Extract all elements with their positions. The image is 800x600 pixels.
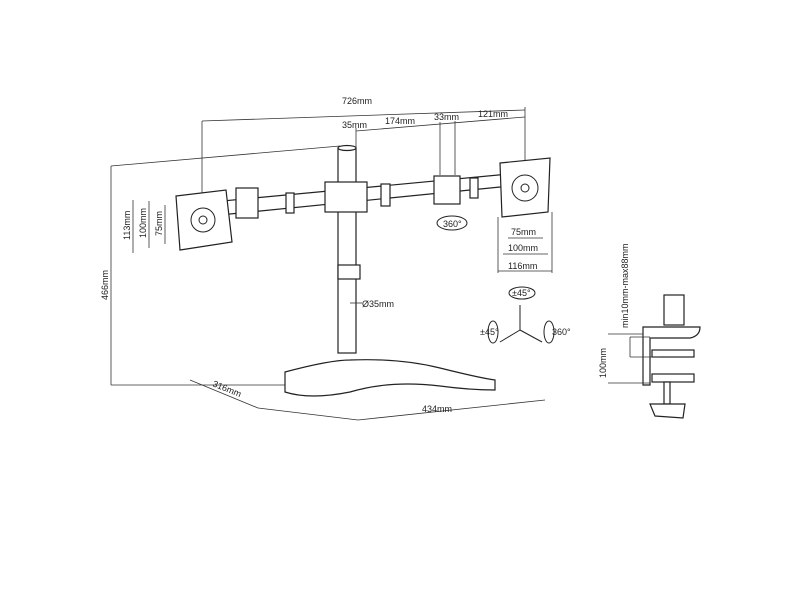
right-vesa-plate: [499, 157, 551, 218]
pole-diameter-label: Ø35mm: [362, 299, 394, 309]
rotation-axes-icon: [487, 286, 555, 344]
clamp-height-label: 100mm: [598, 348, 608, 378]
swivel-label: 360°: [443, 219, 462, 229]
swivel-icon: [436, 215, 468, 231]
right-vesa-100-label: 100mm: [508, 243, 538, 253]
pole-clamp: [324, 181, 368, 213]
desk-clamp: [642, 294, 701, 419]
end-segment-label: 121mm: [478, 109, 508, 119]
left-vesa-100-label: 100mm: [138, 208, 148, 238]
overall-height-label: 466mm: [100, 270, 110, 300]
right-plate-width-label: 116mm: [508, 261, 537, 271]
desk-thickness-label: min10mm-max88mm: [620, 243, 630, 328]
joint-width-label: 33mm: [434, 112, 459, 122]
top-dimension-lines: [110, 107, 526, 386]
base-width-label: 434mm: [422, 404, 452, 414]
pole-width-label: 35mm: [342, 120, 367, 130]
left-vesa-plate: [175, 189, 233, 251]
left-plate-height-label: 113mm: [122, 211, 132, 240]
base-depth-label: 316mm: [211, 379, 243, 400]
rotate-label: 360°: [552, 327, 571, 337]
left-vesa-75-label: 75mm: [154, 211, 164, 236]
left-joint: [235, 187, 259, 219]
arm-segment-label: 174mm: [385, 116, 415, 126]
pan-label: ±45°: [480, 327, 499, 337]
cable-clip: [337, 264, 361, 280]
right-vesa-75-label: 75mm: [511, 227, 536, 237]
tilt-label: ±45°: [512, 288, 531, 298]
base: [284, 359, 496, 397]
pole: [324, 144, 368, 354]
overall-width-label: 726mm: [342, 96, 372, 106]
right-joint: [433, 175, 461, 205]
